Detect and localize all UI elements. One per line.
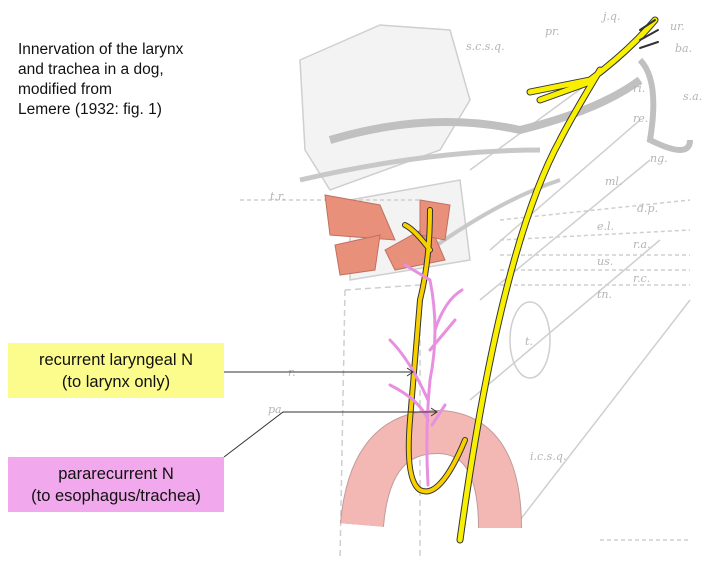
background-anatomy-sketch — [240, 24, 693, 561]
recurrent-laryngeal-nerve — [402, 207, 468, 495]
svg-text:t.: t. — [525, 335, 533, 348]
svg-text:s.c.s.q.: s.c.s.q. — [466, 40, 504, 53]
pararecurrent-label-line2: (to esophagus/trachea) — [31, 486, 201, 505]
svg-text:ml.: ml. — [605, 175, 622, 188]
pointer-arrows — [223, 367, 438, 458]
svg-text:ur.: ur. — [670, 20, 685, 33]
svg-text:t.r.: t.r. — [270, 190, 285, 203]
svg-text:pa.: pa. — [268, 403, 285, 416]
figure-labels: j.q. ur. ba. s.c.s.q. pr. ri. re. s.a. n… — [268, 10, 702, 463]
pararecurrent-label-line1: pararecurrent N — [58, 464, 174, 483]
svg-text:pr.: pr. — [545, 25, 560, 38]
svg-text:i.c.s.q.: i.c.s.q. — [530, 450, 566, 463]
figure-caption: Innervation of the larynx and trachea in… — [18, 41, 184, 118]
pararecurrent-nerve — [388, 263, 464, 487]
svg-text:us.: us. — [597, 255, 613, 268]
recurrent-laryngeal-label: recurrent laryngeal N (to larynx only) — [8, 343, 224, 398]
vagus-nerve — [456, 16, 659, 544]
svg-text:s.a.: s.a. — [683, 90, 702, 103]
svg-text:r.c.: r.c. — [633, 272, 650, 285]
svg-text:e.l.: e.l. — [597, 220, 614, 233]
svg-text:r.a.: r.a. — [633, 238, 651, 251]
recurrent-label-line1: recurrent laryngeal N — [38, 350, 194, 369]
svg-text:j.q.: j.q. — [600, 10, 620, 23]
svg-text:ri.: ri. — [633, 82, 645, 95]
svg-text:tn.: tn. — [597, 288, 612, 301]
svg-text:re.: re. — [633, 112, 648, 125]
pararecurrent-label: pararecurrent N (to esophagus/trachea) — [8, 457, 224, 512]
svg-text:d.p.: d.p. — [637, 202, 658, 215]
recurrent-label-line2: (to larynx only) — [61, 372, 171, 391]
svg-text:ng.: ng. — [650, 152, 668, 165]
svg-text:ba.: ba. — [675, 42, 692, 55]
